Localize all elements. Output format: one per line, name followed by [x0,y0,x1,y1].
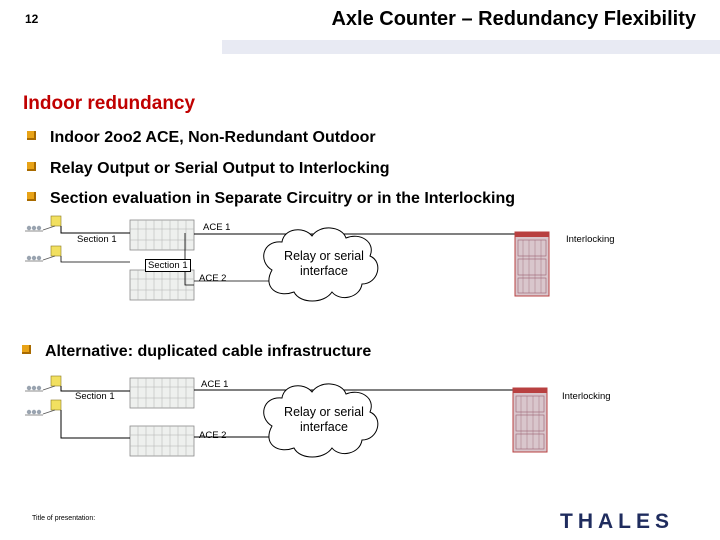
cloud-label-line: interface [300,264,348,278]
ace1-label: ACE 1 [203,222,231,233]
ace2-label: ACE 2 [199,430,227,441]
bullet-icon [27,162,36,172]
bullet-text: Alternative: duplicated cable infrastruc… [45,343,372,360]
bullet-item: Indoor 2oo2 ACE, Non-Redundant Outdoor [27,129,376,147]
cloud-label: Relay or serial interface [274,405,374,435]
bullet-text: Indoor 2oo2 ACE, Non-Redundant Outdoor [50,129,376,146]
header-bar [222,40,720,54]
section-label: Section 1 [77,234,117,245]
bullet-icon [27,131,36,141]
bullet-item: Relay Output or Serial Output to Interlo… [27,160,390,178]
section-label: Section 1 [145,259,191,272]
slide-number: 12 [25,12,39,26]
ace1-label: ACE 1 [201,379,229,390]
slide-title: Axle Counter – Redundancy Flexibility [331,8,696,30]
bullet-icon [27,192,36,202]
cloud-label-line: Relay or serial [284,249,364,263]
cloud-label-line: Relay or serial [284,405,364,419]
axle-sensor-icon [24,215,62,232]
section-heading: Indoor redundancy [23,93,196,114]
cloud-label: Relay or serial interface [274,249,374,279]
presentation-title-label: Title of presentation: [32,515,96,522]
ace1-unit-icon [129,219,195,251]
interlocking-rack-icon [514,231,550,297]
bullet-item: Alternative: duplicated cable infrastruc… [22,343,371,361]
bullet-icon [22,345,31,355]
bullet-item: Section evaluation in Separate Circuitry… [27,190,515,208]
axle-sensor-icon [24,375,62,392]
ace2-unit-icon [129,425,195,457]
interlocking-label: Interlocking [566,234,615,245]
ace2-unit-icon [129,269,195,301]
bullet-text: Relay Output or Serial Output to Interlo… [50,160,390,177]
interlocking-label: Interlocking [562,391,611,402]
cloud-shape [263,227,379,302]
cloud-shape [263,383,379,458]
diagram-indoor-redundancy [24,215,550,302]
bullet-text: Section evaluation in Separate Circuitry… [50,190,515,207]
interlocking-rack-icon [512,387,548,453]
cloud-label-line: interface [300,420,348,434]
section-label: Section 1 [75,391,115,402]
axle-sensor-icon [24,245,62,262]
ace1-unit-icon [129,377,195,409]
thales-logo: THALES [560,510,674,533]
ace2-label: ACE 2 [199,273,227,284]
diagram-duplicated-cable [24,375,548,458]
axle-sensor-icon [24,399,62,416]
